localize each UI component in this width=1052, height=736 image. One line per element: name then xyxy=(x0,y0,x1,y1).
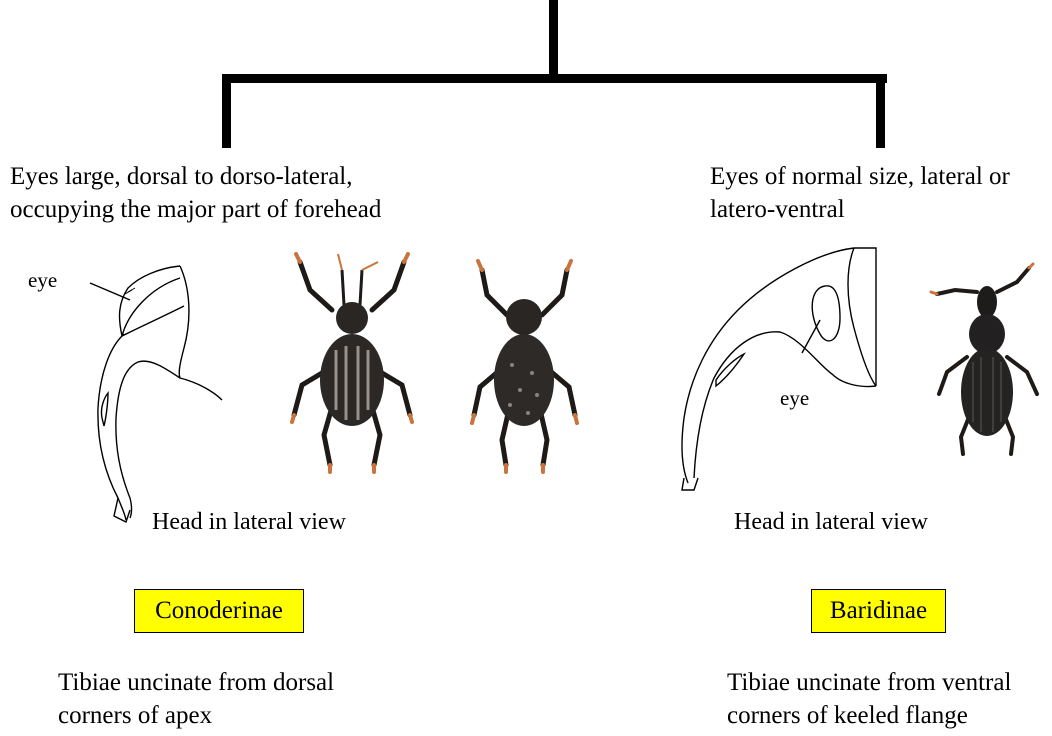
right-tibiae-text: Tibiae uncinate from ventral corners of … xyxy=(727,666,1011,732)
right-character-text: Eyes of normal size, lateral or latero-v… xyxy=(710,160,1010,226)
left-tibiae-text: Tibiae uncinate from dorsal corners of a… xyxy=(58,666,334,732)
taxon-baridinae: Baridinae xyxy=(811,589,946,633)
bracket-left-drop xyxy=(222,74,231,148)
left-beetle-photo-1 xyxy=(282,250,422,475)
left-character-text: Eyes large, dorsal to dorso-lateral, occ… xyxy=(10,160,381,226)
left-head-drawing xyxy=(80,258,230,528)
bracket-stem xyxy=(549,0,558,78)
right-beetle-photo xyxy=(925,262,1050,462)
left-head-caption: Head in lateral view xyxy=(152,506,346,539)
right-eye-label: eye xyxy=(780,386,809,411)
right-head-caption: Head in lateral view xyxy=(734,506,928,539)
taxon-conoderinae: Conoderinae xyxy=(134,589,304,633)
left-eye-label: eye xyxy=(28,268,57,293)
bracket-right-drop xyxy=(876,74,885,148)
left-beetle-photo-2 xyxy=(462,255,587,475)
bracket-bar xyxy=(222,74,887,83)
right-head-drawing xyxy=(670,238,910,493)
